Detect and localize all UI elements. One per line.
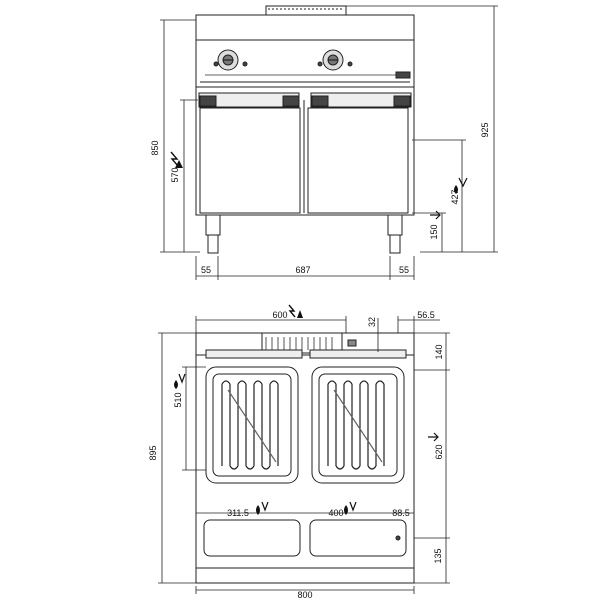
right-arrow-icon (428, 432, 439, 442)
dim-flue-depth: 32 (367, 317, 377, 327)
right-door (307, 107, 409, 214)
dim-back-depth: 140 (434, 344, 444, 359)
dim-right-drain: 400 (328, 508, 343, 518)
dim-left-margin: 55 (201, 265, 211, 275)
cabinet-body (195, 86, 415, 216)
dim-drain-offset: 88.5 (392, 508, 410, 518)
electric-connection-icon (170, 151, 183, 168)
right-well (311, 366, 405, 484)
dim-top-height: 925 (480, 122, 490, 137)
right-knob-icon (322, 49, 344, 71)
top-dimension-labels: 600 32 56.5 140 510 895 620 311.5 400 88… (148, 310, 444, 600)
dim-right-margin: 55 (399, 265, 409, 275)
left-leg (205, 214, 221, 236)
dim-top-width: 600 (272, 310, 287, 320)
top-dimensions (158, 316, 450, 594)
leg-arrow-icon (430, 210, 441, 220)
right-drain-icon (344, 501, 357, 515)
dim-door-height: 570 (170, 167, 180, 182)
dim-total-height: 850 (150, 140, 160, 155)
dim-leg-height: 150 (429, 224, 439, 239)
left-heating-element (221, 380, 279, 470)
dim-total-width: 800 (297, 590, 312, 600)
front-dimension-labels: 850 570 925 427 150 55 687 55 (150, 122, 490, 275)
right-heating-element (327, 380, 385, 470)
top-electric-connection-icon (288, 304, 303, 318)
dim-connection-height: 427 (450, 189, 460, 204)
dim-front-depth: 135 (433, 548, 443, 563)
dim-left-drain: 311.5 (227, 508, 249, 518)
right-back-rail (309, 349, 407, 359)
basket-drain-icon (174, 373, 186, 389)
left-front-basin (203, 519, 301, 557)
top-connection-symbols (174, 304, 439, 515)
left-drain-icon (256, 501, 269, 515)
right-door-handle (310, 92, 412, 108)
dim-total-depth: 895 (148, 445, 158, 460)
dim-right-depth: 620 (434, 444, 444, 459)
left-back-rail (205, 349, 303, 359)
top-outline (195, 332, 415, 584)
dim-door-width: 687 (295, 265, 310, 275)
dim-basket-depth: 510 (173, 392, 183, 407)
top-view (195, 332, 415, 584)
left-door (199, 107, 301, 214)
left-well (205, 366, 299, 484)
front-dimensions (160, 5, 498, 280)
right-leg (387, 214, 403, 236)
right-front-basin (309, 519, 407, 557)
drain-connection-icon (454, 177, 468, 194)
front-view (195, 5, 415, 254)
left-knob-icon (217, 49, 239, 71)
dim-right-offset: 56.5 (417, 310, 435, 320)
chimney-vent (265, 5, 347, 16)
front-connection-symbols (170, 151, 468, 220)
